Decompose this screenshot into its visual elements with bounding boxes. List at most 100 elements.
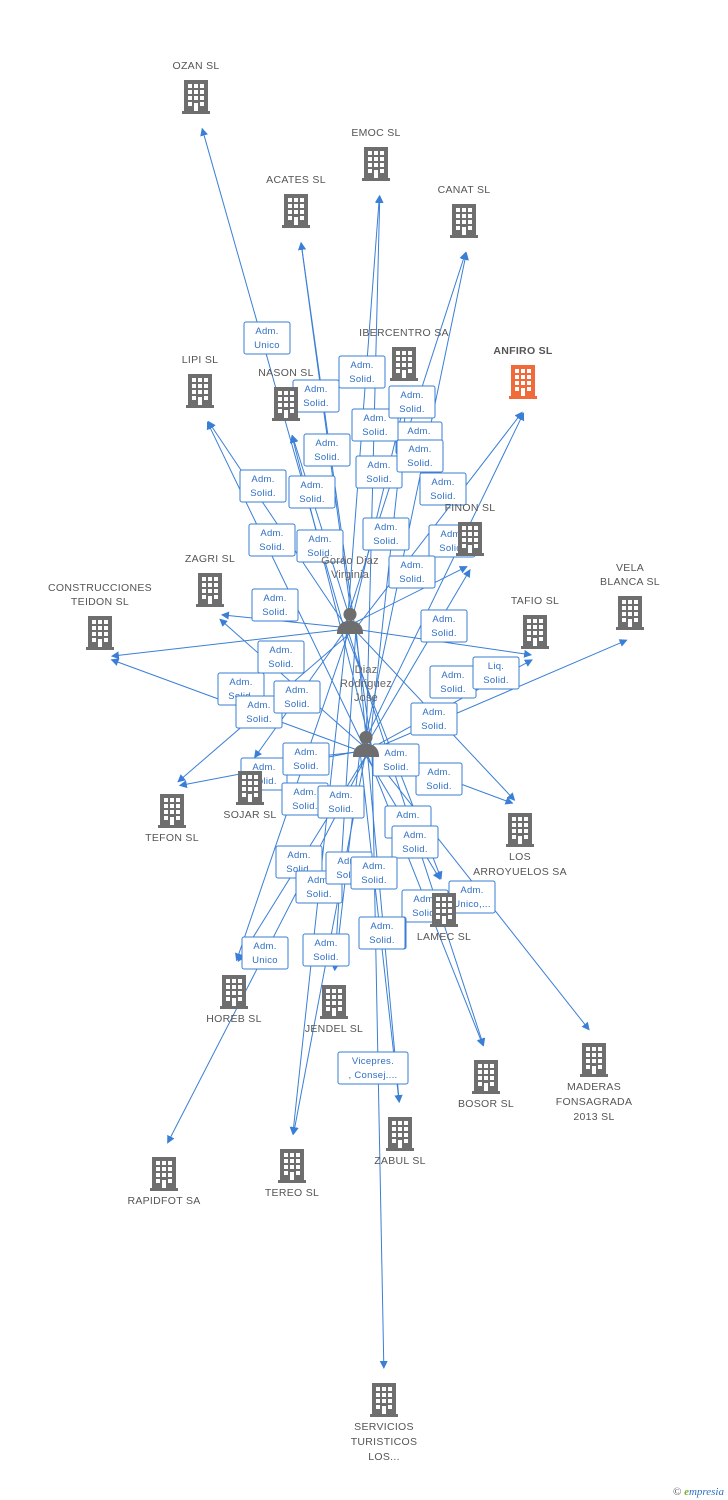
badge-text: Adm. bbox=[253, 941, 276, 952]
edge-role-badge[interactable]: Adm.Solid. bbox=[317, 785, 365, 819]
company-node-tafio[interactable]: TAFIO SL bbox=[511, 595, 559, 649]
badge-text: Adm. bbox=[269, 645, 292, 656]
edge-role-badge[interactable]: Adm.Solid. bbox=[388, 555, 436, 589]
edge-role-badge[interactable]: Adm.Solid. bbox=[355, 455, 403, 489]
edge-role-badge[interactable]: Adm.Solid. bbox=[239, 469, 287, 503]
badge-text: Vicepres. bbox=[352, 1056, 394, 1067]
company-node-emoc[interactable]: EMOC SL bbox=[351, 127, 400, 181]
edge-role-badge[interactable]: Adm.Unico bbox=[243, 321, 291, 355]
building-icon bbox=[282, 194, 310, 228]
badge-text: Solid. bbox=[293, 761, 319, 772]
company-node-ibercentro[interactable]: IBERCENTRO SA bbox=[359, 327, 449, 381]
edge-p1-finon bbox=[343, 566, 468, 629]
edge-role-badge[interactable]: Vicepres. , Consej.... bbox=[337, 1051, 409, 1085]
edge-role-badge[interactable]: Adm.Solid. bbox=[415, 762, 463, 796]
edge-role-badge[interactable]: Adm.Solid. bbox=[429, 665, 477, 699]
badge-text: Solid. bbox=[362, 427, 388, 438]
person-name: Rodriguez bbox=[340, 678, 392, 690]
edge-role-badge[interactable]: Adm.Solid. bbox=[275, 845, 323, 879]
badge-text: Adm. bbox=[329, 790, 352, 801]
badge-text: Unico,... bbox=[453, 899, 491, 910]
badge-text: Solid. bbox=[430, 491, 456, 502]
edge-role-badge[interactable]: Adm. Solid. bbox=[282, 742, 330, 776]
edge-role-badge[interactable]: Adm.Unico bbox=[241, 936, 289, 970]
badge-text: Adm. bbox=[260, 528, 283, 539]
company-name: BOSOR SL bbox=[458, 1098, 514, 1110]
edge-role-badge[interactable]: Adm.Solid. bbox=[251, 588, 299, 622]
company-node-tereo[interactable]: TEREO SL bbox=[265, 1149, 319, 1199]
company-node-zagri[interactable]: ZAGRI SL bbox=[185, 553, 235, 607]
badge-box bbox=[351, 408, 399, 442]
edge-role-badge[interactable]: Adm.Solid. bbox=[388, 385, 436, 419]
edge-role-badge[interactable]: Adm.Solid. bbox=[362, 517, 410, 551]
company-node-nason[interactable]: NASON SL bbox=[258, 367, 314, 421]
badge-text: Adm. bbox=[413, 894, 436, 905]
edge-role-badge[interactable]: Adm.Solid. bbox=[296, 529, 344, 563]
badge-text: , Consej.... bbox=[348, 1070, 397, 1081]
company-node-servicios[interactable]: SERVICIOSTURISTICOSLOS... bbox=[351, 1383, 418, 1463]
badge-text: Adm. bbox=[251, 474, 274, 485]
building-icon bbox=[182, 80, 210, 114]
badge-text: Solid. bbox=[268, 659, 294, 670]
edge-role-badge[interactable]: Adm.Solid. bbox=[288, 475, 336, 509]
badge-box bbox=[337, 1051, 409, 1085]
company-node-lipi[interactable]: LIPI SL bbox=[182, 354, 219, 408]
edge-role-badge[interactable]: Adm.Solid. bbox=[358, 916, 406, 950]
edge-role-badge[interactable]: Adm.Solid. bbox=[410, 702, 458, 736]
badge-text: Solid. bbox=[313, 952, 339, 963]
edge-role-badge[interactable]: Adm.Solid. bbox=[351, 408, 399, 442]
badge-box bbox=[302, 933, 350, 967]
badge-text: Adm. bbox=[308, 534, 331, 545]
edge-role-badge[interactable]: Adm.Solid. bbox=[248, 523, 296, 557]
company-node-rapidfot[interactable]: RAPIDFOT SA bbox=[127, 1157, 200, 1207]
badge-text: Adm. bbox=[427, 767, 450, 778]
company-node-finon[interactable]: FINON SL bbox=[445, 502, 496, 556]
company-node-ozan[interactable]: OZAN SL bbox=[172, 60, 219, 114]
company-node-jendel[interactable]: JENDEL SL bbox=[305, 985, 363, 1035]
edge-role-badge[interactable]: Adm.Solid. bbox=[396, 439, 444, 473]
badge-box bbox=[241, 936, 289, 970]
building-icon bbox=[370, 1383, 398, 1417]
badge-text: Adm. bbox=[370, 921, 393, 932]
edge-role-badge[interactable]: Adm.Solid. bbox=[372, 743, 420, 777]
company-node-canat[interactable]: CANAT SL bbox=[438, 184, 491, 238]
building-icon bbox=[272, 387, 300, 421]
company-node-bosor[interactable]: BOSOR SL bbox=[458, 1060, 514, 1110]
badge-box bbox=[303, 433, 351, 467]
edge-role-badge[interactable]: Adm.Solid. bbox=[273, 680, 321, 714]
badge-box bbox=[239, 469, 287, 503]
edge-role-badge[interactable]: Adm.Solid. bbox=[338, 355, 386, 389]
edge-role-badge[interactable]: Adm.Solid. bbox=[281, 782, 329, 816]
edge-role-badge[interactable]: Adm.Solid. bbox=[235, 695, 283, 729]
edge-role-badge[interactable]: Adm.Solid. bbox=[292, 379, 340, 413]
building-icon bbox=[278, 1149, 306, 1183]
badge-text: Solid. bbox=[383, 762, 409, 773]
edge-role-badge[interactable]: Adm.Solid. bbox=[350, 856, 398, 890]
company-node-tefon[interactable]: TEFON SL bbox=[145, 794, 199, 844]
company-node-lamec[interactable]: LAMEC SL bbox=[417, 893, 471, 943]
edge-role-badge[interactable]: Adm.Solid. bbox=[420, 609, 468, 643]
badge-text: Solid. bbox=[412, 908, 438, 919]
company-node-zabul[interactable]: ZABUL SL bbox=[374, 1117, 426, 1167]
edge-role-badge[interactable]: Adm.Solid. bbox=[391, 825, 439, 859]
company-name: ACATES SL bbox=[266, 174, 326, 186]
edge-role-badge[interactable]: Adm.Solid. bbox=[419, 472, 467, 506]
edge-role-badge[interactable]: Adm. Solid. bbox=[257, 640, 305, 674]
company-node-horeb[interactable]: HOREB SL bbox=[206, 975, 262, 1025]
company-node-anfiro[interactable]: ANFIRO SL bbox=[493, 345, 553, 399]
company-node-acates[interactable]: ACATES SL bbox=[266, 174, 326, 228]
company-node-sojar[interactable]: SOJAR SL bbox=[223, 771, 276, 821]
edge-role-badge[interactable]: Adm.Solid. bbox=[303, 433, 351, 467]
badge-text: Adm. bbox=[294, 747, 317, 758]
edge-role-badge[interactable]: Liq.Solid. bbox=[472, 656, 520, 690]
badge-text: Solid. bbox=[431, 628, 457, 639]
badge-text: Unico bbox=[254, 340, 280, 351]
edge-role-badge[interactable]: Adm.Solid. bbox=[302, 933, 350, 967]
badge-text: Adm. bbox=[374, 522, 397, 533]
